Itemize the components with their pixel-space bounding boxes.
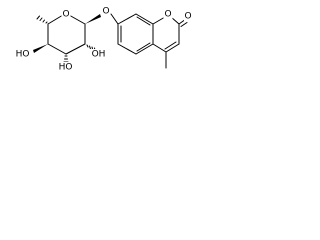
atom-label-ring-oxygen: O bbox=[61, 9, 71, 20]
bond-c3-c2 bbox=[65, 43, 86, 55]
atom-label-glycosidic-oxygen: O bbox=[101, 6, 111, 17]
glycosidic-wedge-bond bbox=[85, 14, 101, 24]
svg-text:HO: HO bbox=[16, 50, 30, 60]
bond-ringO-c5 bbox=[47, 14, 64, 25]
chemical-structure: O O O O HO HO OH bbox=[14, 6, 193, 73]
methyl-hashed-bond bbox=[36, 15, 48, 24]
bond-c4-c3 bbox=[47, 43, 67, 55]
atom-label-hydroxyl-right: OH bbox=[90, 49, 107, 60]
svg-text:OH: OH bbox=[92, 50, 106, 60]
atom-label-lactone-oxygen: O bbox=[163, 9, 173, 20]
svg-text:O: O bbox=[184, 12, 191, 22]
svg-text:HO: HO bbox=[59, 63, 73, 73]
svg-text:O: O bbox=[62, 10, 69, 20]
bond-O-aryl bbox=[110, 13, 119, 25]
svg-text:O: O bbox=[102, 7, 109, 17]
bond-c1-ringO bbox=[68, 14, 86, 25]
c4-hydroxyl-wedge bbox=[33, 44, 48, 53]
atom-label-carbonyl-oxygen: O bbox=[184, 11, 193, 22]
benzene-ring bbox=[117, 13, 154, 55]
atom-label-hydroxyl-left: HO bbox=[14, 49, 31, 60]
pyranone-ring bbox=[152, 16, 188, 69]
atom-label-hydroxyl-middle: HO bbox=[57, 62, 74, 73]
svg-text:O: O bbox=[164, 10, 171, 20]
sugar-ring bbox=[33, 14, 101, 66]
